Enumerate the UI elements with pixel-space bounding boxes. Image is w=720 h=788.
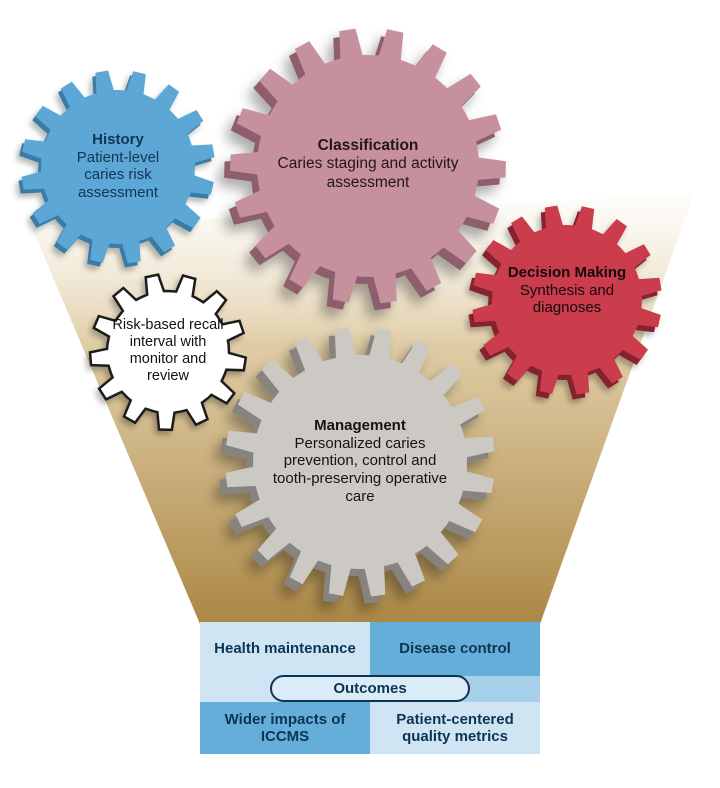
outcomes-pill: Outcomes [270, 675, 470, 702]
cell-disease-control: Disease control [370, 622, 540, 676]
gear-classification [224, 28, 506, 311]
cell-patient-centered: Patient-centered quality metrics [370, 702, 540, 754]
gear-decision-shape [472, 205, 662, 395]
gear-decision [468, 205, 662, 400]
gear-decision-body: Synthesis and diagnoses [519, 281, 615, 317]
gear-classification-body: Caries staging and activity assessment [277, 155, 459, 191]
outcomes-table: Health maintenance Disease control Wider… [200, 622, 540, 754]
gear-management-shape [225, 327, 495, 597]
gear-management [219, 327, 495, 604]
cell-health-maintenance: Health maintenance [200, 622, 370, 676]
gear-decision-title: Decision Making [507, 264, 627, 281]
gear-recall-body: Risk-based recall interval with monitor … [112, 317, 224, 385]
gear-classification-title: Classification [317, 137, 419, 154]
gear-management-body: Personalized caries prevention, control … [272, 434, 448, 505]
gear-history-body: Patient-level caries risk assessment [76, 148, 160, 202]
gear-decision-label: Decision Making Synthesis and diagnoses [504, 264, 630, 317]
gear-recall [88, 273, 248, 432]
cell-wider-impacts: Wider impacts of ICCMS [200, 702, 370, 754]
gear-classification-label: Classification Caries staging and activi… [256, 137, 480, 192]
gear-management-title: Management [314, 417, 406, 434]
gear-management-label: Management Personalized caries preventio… [267, 417, 453, 505]
gear-history-title: History [92, 131, 144, 148]
gear-history [18, 70, 215, 268]
gear-history-label: History Patient-level caries risk assess… [56, 131, 180, 202]
gear-classification-shape [230, 28, 506, 304]
gear-history-shape [21, 70, 215, 264]
gear-recall-shape [88, 273, 248, 432]
gear-recall-label: Risk-based recall interval with monitor … [108, 317, 228, 385]
